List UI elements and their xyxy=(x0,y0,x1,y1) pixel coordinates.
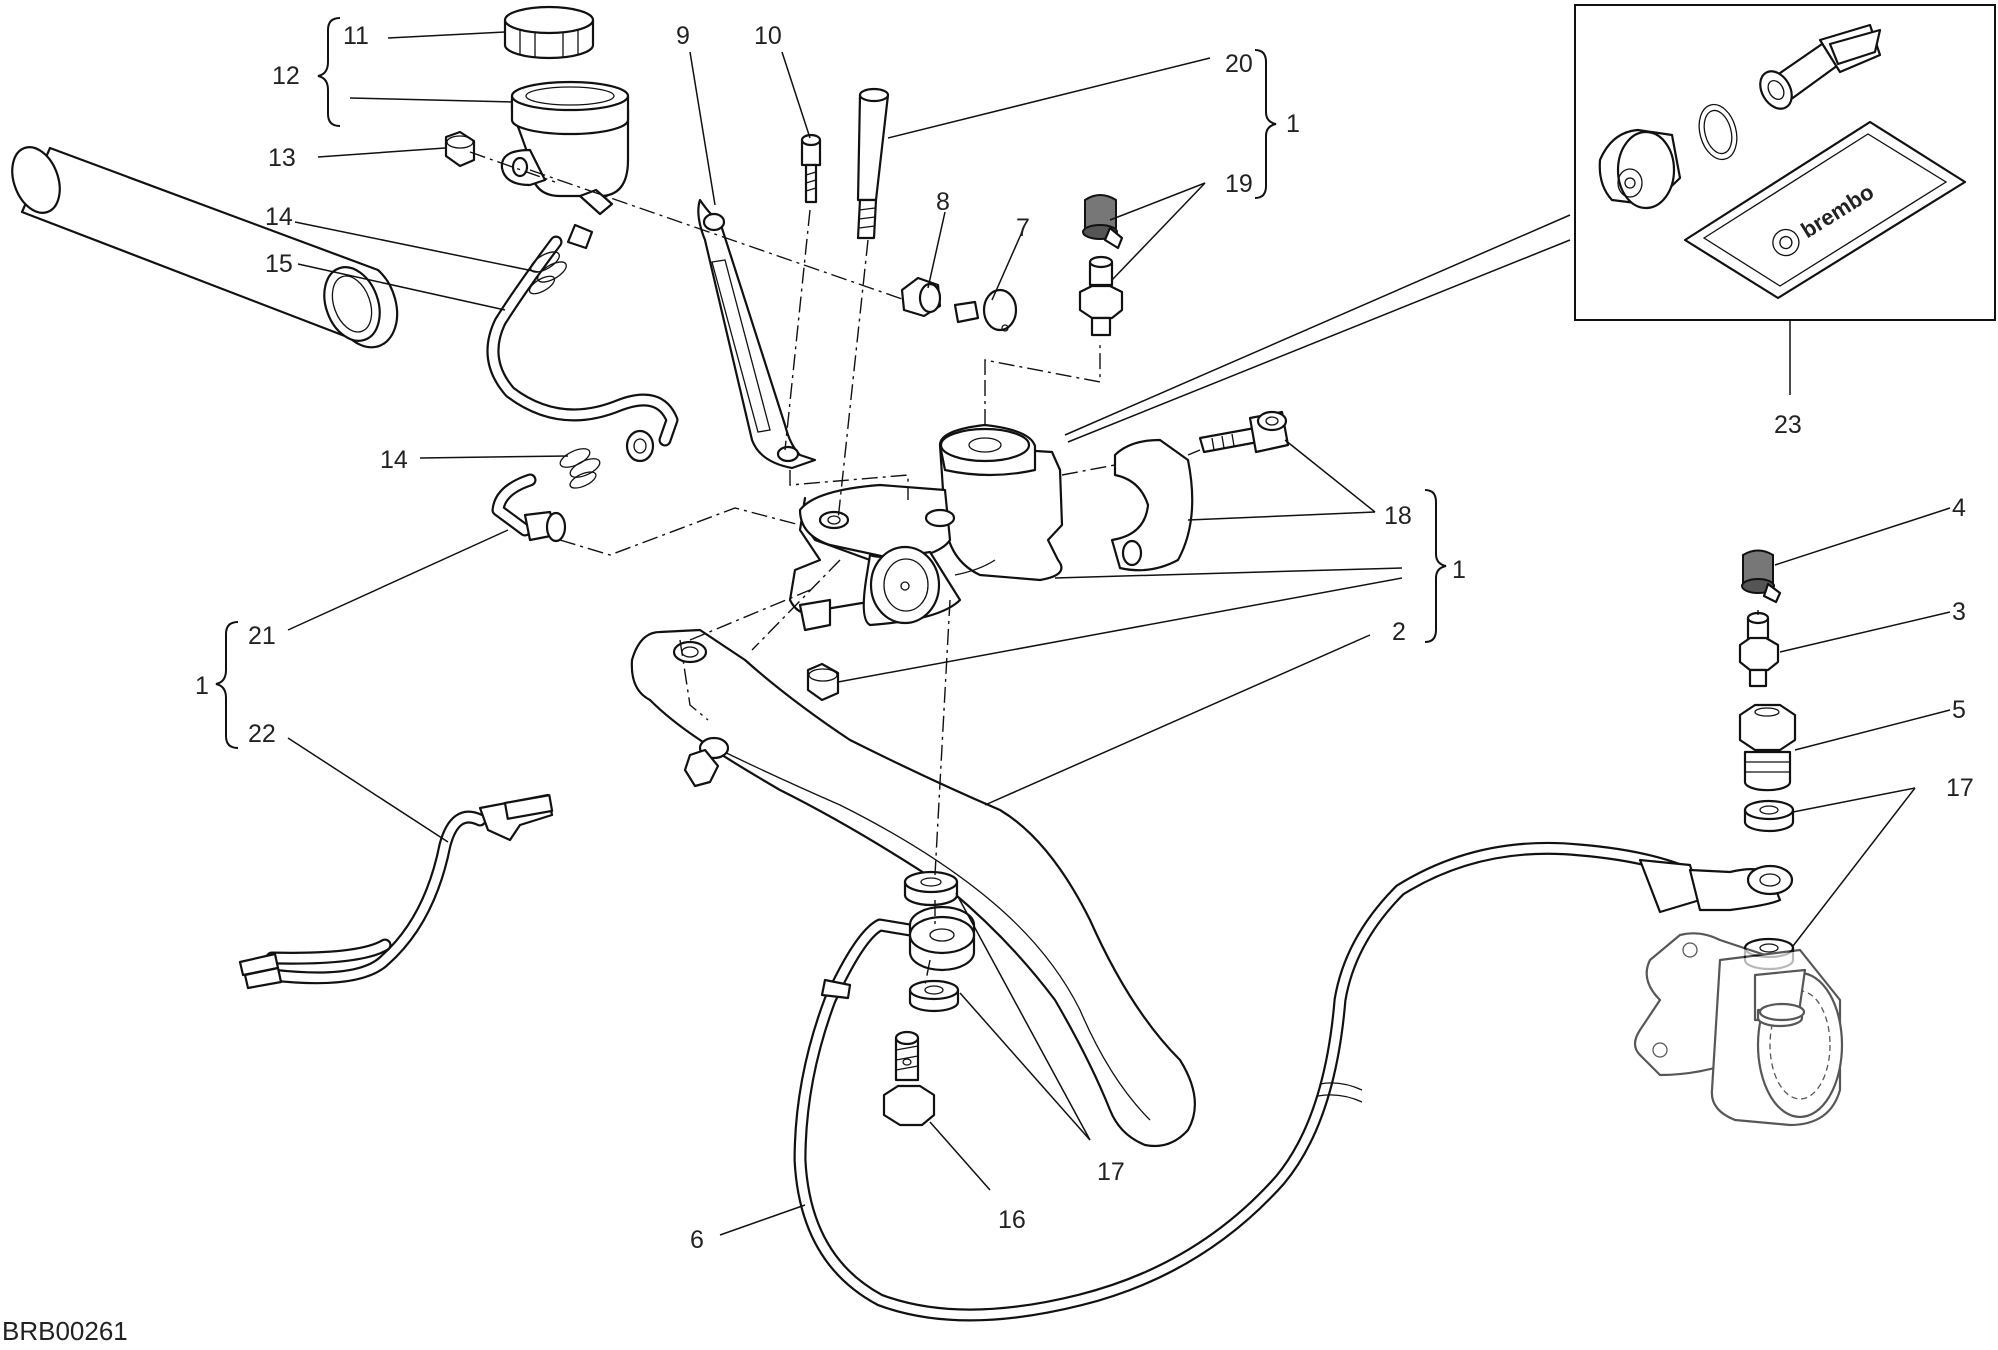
callout-9: 9 xyxy=(676,22,690,50)
clamp-bolt-18 xyxy=(1198,410,1290,454)
callout-14-upper: 14 xyxy=(265,203,293,231)
callout-19: 19 xyxy=(1225,170,1253,198)
spacer-8 xyxy=(900,276,942,318)
callout-1-left: 1 xyxy=(195,672,209,700)
callout-14-lower: 14 xyxy=(380,446,408,474)
group-braces xyxy=(215,17,1447,749)
slave-cylinder xyxy=(1633,932,1844,1127)
banjo-bolt-16 xyxy=(882,1030,936,1127)
repair-kit-inset: brembo xyxy=(1064,4,1996,443)
callout-10: 10 xyxy=(754,22,782,50)
callout-3: 3 xyxy=(1952,598,1966,626)
callout-5: 5 xyxy=(1952,696,1966,724)
callout-11: 11 xyxy=(343,22,369,50)
callout-1-right: 1 xyxy=(1452,556,1466,584)
callout-6: 6 xyxy=(690,1226,704,1254)
stud-20 xyxy=(856,87,890,240)
reservoir-nut xyxy=(444,130,476,168)
callout-2: 2 xyxy=(1392,618,1406,646)
clutch-hose xyxy=(793,841,1794,1322)
screw-7 xyxy=(953,288,1018,332)
bleed-valve-19 xyxy=(1078,255,1124,337)
callout-13: 13 xyxy=(268,144,296,172)
leader-lines xyxy=(287,31,1951,1236)
callout-16: 16 xyxy=(998,1206,1026,1234)
bleed-valve-3 xyxy=(1738,611,1780,688)
lever-pivot-nut xyxy=(806,662,840,702)
callout-17-bottom: 17 xyxy=(1097,1158,1125,1186)
callout-labels: 11 12 13 14 15 14 21 1 22 9 10 20 1 19 8… xyxy=(195,22,1974,1254)
diagram-code: BRB00261 xyxy=(2,1316,128,1346)
callout-23: 23 xyxy=(1774,411,1802,439)
bleed-cap-19 xyxy=(1082,194,1124,250)
callout-17-right: 17 xyxy=(1946,774,1974,802)
callout-12: 12 xyxy=(272,62,300,90)
callout-4: 4 xyxy=(1952,494,1966,522)
clutch-lever xyxy=(630,628,1196,1148)
screw-10 xyxy=(800,133,822,204)
callout-18: 18 xyxy=(1384,502,1412,530)
bleed-cap-4 xyxy=(1741,549,1782,604)
callout-7: 7 xyxy=(1016,214,1030,242)
reservoir-body xyxy=(500,80,630,216)
callout-1-top: 1 xyxy=(1286,110,1300,138)
handlebar-clamp-18 xyxy=(1110,438,1194,572)
reservoir-hose xyxy=(486,223,679,463)
hose-clamp-lower xyxy=(559,448,601,489)
callout-22: 22 xyxy=(248,720,276,748)
master-cylinder-body xyxy=(788,423,1064,632)
reservoir-cap xyxy=(503,5,595,60)
callout-15: 15 xyxy=(265,250,293,278)
fitting-5 xyxy=(1738,703,1797,792)
clutch-switch-cable xyxy=(238,793,554,990)
handlebar-tube xyxy=(11,146,399,349)
callout-21: 21 xyxy=(248,622,276,650)
elbow-fitting xyxy=(491,473,567,543)
assembly-axis-lines xyxy=(469,151,1759,986)
callout-8: 8 xyxy=(936,188,950,216)
callout-20: 20 xyxy=(1225,50,1253,78)
